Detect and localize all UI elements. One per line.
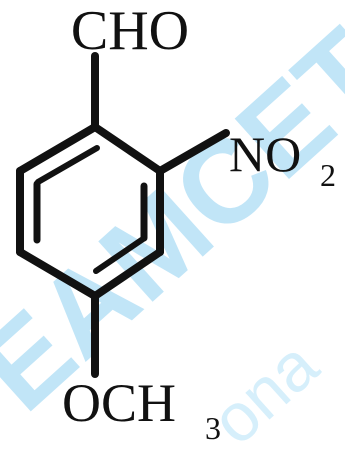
nitro-bond [156, 129, 230, 175]
nitro-group-subscript: 2 [320, 157, 336, 193]
ring-double-bond-inner-top [35, 145, 100, 185]
substituent-bonds [91, 52, 230, 378]
ring-double-bond-inner-bottom [93, 236, 146, 274]
aldehyde-group-label: CHO [71, 0, 189, 62]
ring-bond-bottom-left [16, 248, 99, 300]
ring-bond-top-left [16, 123, 99, 175]
ring-bond-top-right [91, 123, 164, 175]
benzene-ring [16, 123, 164, 300]
methoxy-group-label: OCH [62, 373, 176, 433]
methoxy-group-subscript: 3 [205, 410, 221, 446]
ring-bond-bottom-right [91, 248, 164, 300]
nitro-group-label: NO [229, 126, 301, 182]
